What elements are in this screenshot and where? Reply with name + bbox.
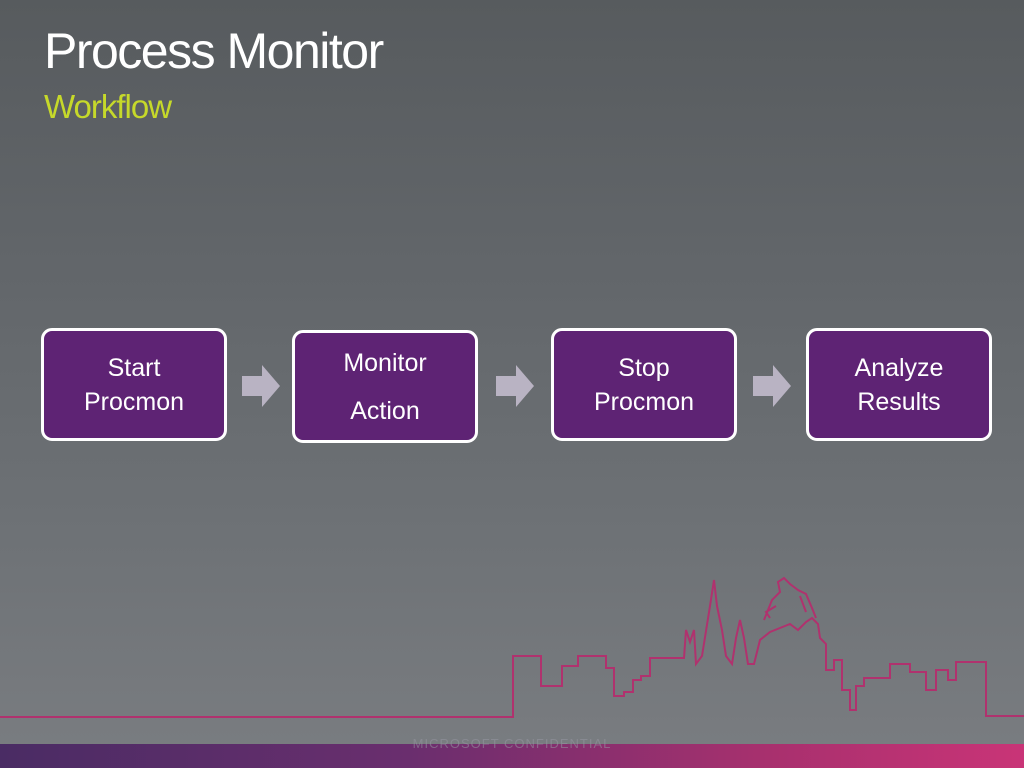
step-start-procmon: Start Procmon	[41, 328, 227, 441]
step-label-line2: Results	[857, 387, 941, 416]
step-label-line2: Procmon	[83, 387, 185, 416]
city-skyline-decoration	[0, 576, 1024, 718]
confidential-label: MICROSOFT CONFIDENTIAL	[412, 736, 612, 751]
right-arrow-icon	[242, 365, 280, 407]
step-label-line2: Procmon	[593, 387, 695, 416]
right-arrow-icon	[496, 365, 534, 407]
step-label-line1: Monitor	[343, 348, 427, 377]
step-stop-procmon: Stop Procmon	[551, 328, 737, 441]
step-label-line1: Start	[107, 353, 161, 382]
step-label-line1: Stop	[618, 353, 670, 382]
step-analyze-results: Analyze Results	[806, 328, 992, 441]
step-label-line2: Action	[350, 396, 420, 425]
slide-subtitle: Workflow	[44, 88, 172, 125]
right-arrow-icon	[753, 365, 791, 407]
step-label-line1: Analyze	[854, 353, 944, 382]
step-monitor-action: Monitor Action	[292, 330, 478, 443]
slide-title: Process Monitor	[44, 23, 384, 79]
footer-bar	[0, 744, 1024, 768]
